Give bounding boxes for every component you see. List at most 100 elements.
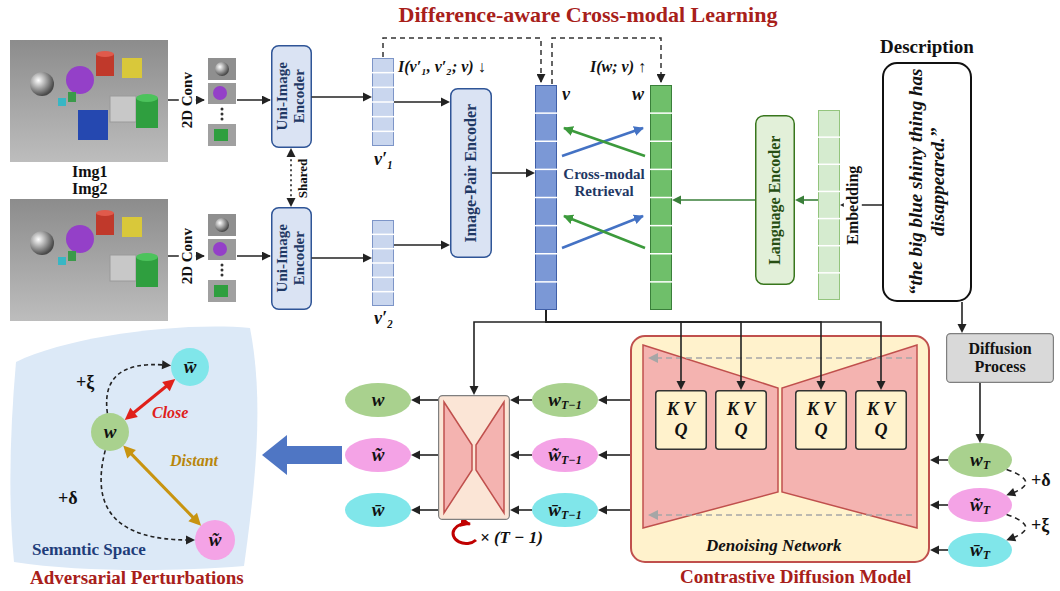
connector xyxy=(510,396,532,405)
feature-vector-shape xyxy=(818,110,840,300)
arrowhead xyxy=(930,546,939,555)
drawing-part xyxy=(237,99,270,101)
text-holder: Adversarial Perturbations xyxy=(30,567,244,589)
attention-block: K V Q xyxy=(715,390,767,450)
connector xyxy=(394,98,450,107)
connector-line xyxy=(312,96,366,98)
connector xyxy=(312,93,373,102)
text-holder: Img1 xyxy=(72,163,108,181)
arrowhead xyxy=(1006,533,1016,541)
node-label: w xyxy=(548,389,561,411)
feature-vector-shape xyxy=(372,220,394,306)
subscript: T−1 xyxy=(561,399,582,413)
text-center: K V Q xyxy=(795,390,847,450)
drawing-part xyxy=(650,225,672,227)
operation-label: 2D Conv xyxy=(179,226,196,286)
text-center: K V Q xyxy=(715,390,767,450)
connector xyxy=(958,302,967,333)
node-label: Uni-Image Encoder xyxy=(274,50,309,143)
text-holder: Uni-Image Encoder xyxy=(274,50,309,143)
text-holder: w xyxy=(632,84,644,105)
drawing-part xyxy=(78,110,108,140)
drawing-part xyxy=(214,129,228,141)
connector xyxy=(470,310,547,395)
drawing-part xyxy=(535,169,557,171)
arrowhead xyxy=(287,198,296,207)
text-center: w̄ xyxy=(171,348,209,386)
drawing-part xyxy=(136,94,158,102)
connector xyxy=(411,396,438,405)
arrowhead xyxy=(795,196,804,205)
image-caption: Img1 xyxy=(72,163,108,181)
arrowhead xyxy=(363,254,372,263)
diagram-title: Difference-aware Cross-modal Learning xyxy=(338,2,838,27)
embedding-ellipse: w̄T−1 xyxy=(532,493,598,527)
drawing-part xyxy=(648,510,658,520)
encoder-box: Uni-Image Encoder xyxy=(271,45,312,148)
drawing-part xyxy=(10,199,168,321)
drawing-part xyxy=(372,262,394,264)
node-label: v xyxy=(562,84,570,105)
drawing-part xyxy=(110,96,136,122)
connector-line xyxy=(516,509,532,511)
drawing-part xyxy=(372,291,394,293)
arrowhead xyxy=(930,501,939,510)
drawing-part xyxy=(451,89,492,258)
connector xyxy=(492,169,535,178)
embedding-ellipse: wT−1 xyxy=(532,383,598,417)
drawing-part xyxy=(564,216,645,248)
text-center: w xyxy=(345,383,411,417)
text-holder: Image-Pair Encoder xyxy=(462,93,480,253)
drawing-part xyxy=(656,391,707,450)
connector-line xyxy=(1007,469,1026,493)
drawing-part xyxy=(818,245,840,247)
drawing-part xyxy=(215,62,229,76)
drawing-part xyxy=(271,208,311,310)
subscript: T xyxy=(983,549,990,563)
drawing-part xyxy=(947,334,1054,383)
attention-block: K V Q xyxy=(655,390,707,450)
loss-label: I(w; v) ↑ xyxy=(590,58,646,76)
connector xyxy=(795,196,818,205)
connector xyxy=(672,196,755,205)
attention-block: K V Q xyxy=(855,390,907,450)
text-holder: Description xyxy=(880,36,974,58)
drawing-part xyxy=(818,191,840,193)
subscript: T−1 xyxy=(561,454,582,468)
feature-vector-shape xyxy=(535,85,557,310)
connector-line xyxy=(516,399,532,401)
drawing-part xyxy=(208,124,236,146)
embedding-ellipse: w xyxy=(345,383,411,417)
drawing-part xyxy=(532,383,598,417)
edge-label: +ξ xyxy=(76,372,94,393)
text-holder: +ξ xyxy=(76,372,94,393)
node-label: w̄ xyxy=(548,499,561,521)
connector-line xyxy=(979,383,981,437)
drawing-part xyxy=(650,281,672,283)
arrowhead xyxy=(930,456,939,465)
connector-line xyxy=(1007,514,1026,538)
connector-line xyxy=(492,172,529,174)
connector-line xyxy=(312,257,366,259)
denoiser-step-box: × (T − 1) xyxy=(438,395,510,520)
process-box: Diffusion Process xyxy=(946,333,1054,383)
drawing-part xyxy=(819,111,840,300)
node-label: Uni-Image Encoder xyxy=(274,212,309,305)
text-center: Diffusion Process xyxy=(946,333,1054,383)
arrowhead xyxy=(470,386,479,395)
feature-vector-shape xyxy=(372,58,394,146)
drawing-part xyxy=(30,72,54,96)
drawing-part xyxy=(96,54,114,76)
drawing-part xyxy=(948,443,1012,477)
node-label: K V Q xyxy=(803,399,839,440)
drawing-part xyxy=(536,86,557,310)
arrowhead xyxy=(976,434,985,443)
connector-line xyxy=(604,454,630,456)
node-label: K V Q xyxy=(723,399,759,440)
connector xyxy=(930,501,948,510)
text-holder: “the big blue shiny thing has disappeare… xyxy=(905,67,949,297)
drawing-part xyxy=(818,164,840,166)
drawing-part xyxy=(818,218,840,220)
semantic-space-region: Semantic Spacew̄ww̃ xyxy=(10,322,262,572)
drawing-part xyxy=(372,72,394,74)
